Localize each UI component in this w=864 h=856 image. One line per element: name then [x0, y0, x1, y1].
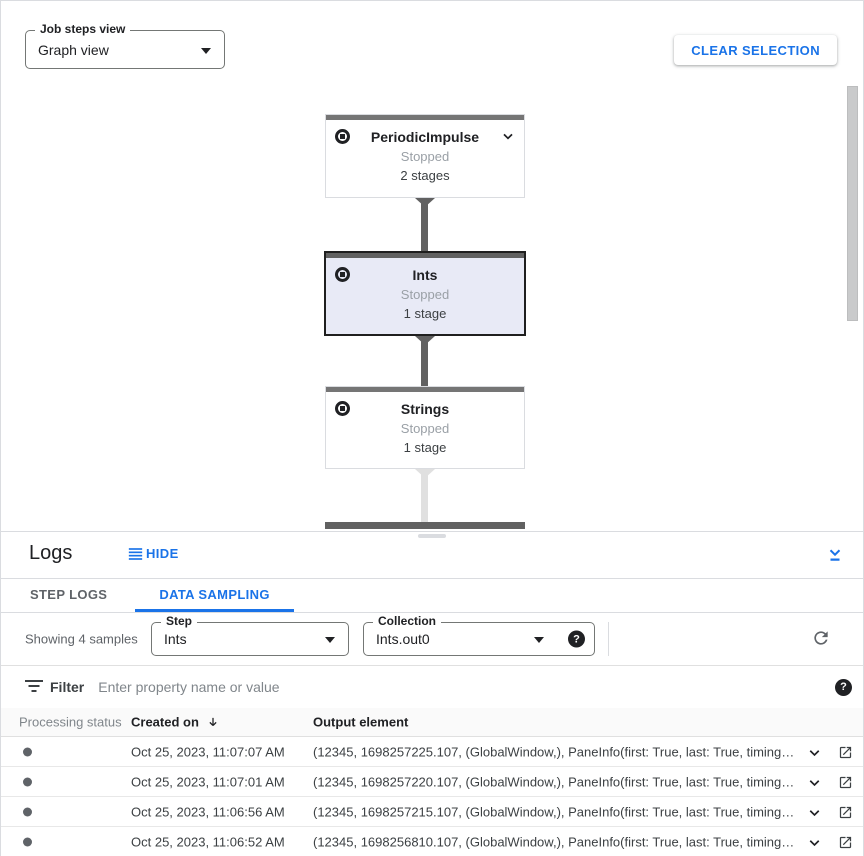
- job-steps-view-value: Graph view: [38, 41, 109, 58]
- collection-select-label: Collection: [373, 614, 442, 628]
- logs-tabs: STEP LOGS DATA SAMPLING: [1, 579, 863, 613]
- stop-circle-icon: [335, 401, 350, 416]
- table-row[interactable]: Oct 25, 2023, 11:06:52 AM (12345, 169825…: [1, 827, 863, 856]
- open-in-new-icon[interactable]: [838, 805, 853, 820]
- output-element-cell: (12345, 1698257220.107, (GlobalWindow,),…: [313, 774, 795, 789]
- help-icon[interactable]: ?: [568, 630, 585, 648]
- graph-node-periodicimpulse[interactable]: PeriodicImpulse Stopped 2 stages: [325, 114, 525, 198]
- filter-label: Filter: [50, 679, 85, 695]
- refresh-icon[interactable]: [811, 628, 831, 648]
- stop-circle-icon: [335, 129, 350, 144]
- created-on-cell: Oct 25, 2023, 11:06:56 AM: [131, 804, 285, 819]
- node-stages: 1 stage: [403, 306, 447, 321]
- tab-data-sampling[interactable]: DATA SAMPLING: [135, 579, 294, 612]
- chevron-down-icon[interactable]: [500, 128, 516, 144]
- created-on-cell: Oct 25, 2023, 11:07:01 AM: [131, 774, 285, 789]
- open-in-new-icon[interactable]: [838, 745, 853, 760]
- graph-scrollbar-thumb[interactable]: [847, 86, 858, 321]
- graph-node-ints[interactable]: Ints Stopped 1 stage: [324, 251, 526, 336]
- node-title: PeriodicImpulse: [370, 129, 480, 145]
- node-stages: 2 stages: [400, 168, 450, 183]
- column-output-element: Output element: [313, 714, 409, 730]
- expand-row-icon[interactable]: [806, 774, 823, 791]
- job-steps-view-select[interactable]: Job steps view Graph view: [25, 22, 225, 69]
- output-element-cell: (12345, 1698257215.107, (GlobalWindow,),…: [313, 804, 795, 819]
- processing-status-dot: [23, 777, 32, 786]
- edge-line: [421, 336, 428, 386]
- sample-count-text: Showing 4 samples: [25, 631, 138, 647]
- vertical-divider: [608, 622, 609, 656]
- created-on-cell: Oct 25, 2023, 11:07:07 AM: [131, 744, 285, 759]
- job-steps-view-label: Job steps view: [35, 22, 131, 36]
- graph-node-strings[interactable]: Strings Stopped 1 stage: [325, 386, 525, 469]
- filter-icon: [25, 680, 43, 694]
- node-stages: 1 stage: [403, 440, 447, 455]
- output-element-cell: (12345, 1698256810.107, (GlobalWindow,),…: [313, 834, 795, 849]
- panel-resize-handle[interactable]: [418, 534, 446, 538]
- processing-status-dot: [23, 837, 32, 846]
- sort-descending-icon: [209, 717, 217, 726]
- help-icon[interactable]: ?: [835, 678, 852, 696]
- filter-input[interactable]: [98, 679, 835, 695]
- node-status: Stopped: [400, 149, 450, 164]
- collection-select[interactable]: Collection Ints.out0 ?: [363, 614, 595, 656]
- logs-panel: Logs HIDE STEP LOGS DATA SAMPLING Showin…: [1, 531, 863, 856]
- expand-row-icon[interactable]: [806, 834, 823, 851]
- graph-node-partial-bar: [325, 522, 525, 529]
- step-select[interactable]: Step Ints: [151, 614, 349, 656]
- tab-step-logs[interactable]: STEP LOGS: [30, 586, 108, 602]
- column-processing-status: Processing status: [19, 714, 122, 730]
- step-select-label: Step: [161, 614, 198, 628]
- log-lines-icon: [128, 547, 143, 560]
- expand-row-icon[interactable]: [806, 804, 823, 821]
- node-status-bar: [326, 253, 524, 258]
- open-in-new-icon[interactable]: [838, 775, 853, 790]
- node-status: Stopped: [400, 421, 450, 436]
- column-created-on[interactable]: Created on: [131, 715, 220, 730]
- logs-header: Logs HIDE: [1, 532, 863, 579]
- step-select-value: Ints: [164, 631, 187, 647]
- node-title: Strings: [400, 401, 450, 417]
- edge-line: [421, 469, 428, 522]
- created-on-cell: Oct 25, 2023, 11:06:52 AM: [131, 834, 285, 849]
- filter-bar: Filter ?: [1, 665, 863, 708]
- hide-logs-button[interactable]: HIDE: [128, 546, 179, 561]
- dropdown-arrow-icon: [325, 637, 335, 643]
- table-row[interactable]: Oct 25, 2023, 11:06:56 AM (12345, 169825…: [1, 797, 863, 827]
- logs-title: Logs: [29, 542, 73, 564]
- created-on-label: Created on: [131, 714, 199, 730]
- node-status: Stopped: [400, 287, 450, 302]
- table-row[interactable]: Oct 25, 2023, 11:07:01 AM (12345, 169825…: [1, 767, 863, 797]
- stop-circle-icon: [335, 267, 350, 282]
- hide-label: HIDE: [146, 546, 179, 561]
- dropdown-arrow-icon: [534, 637, 544, 643]
- node-title: Ints: [412, 267, 438, 283]
- edge-line: [421, 198, 428, 251]
- collapse-panel-icon[interactable]: [826, 545, 844, 563]
- output-element-cell: (12345, 1698257225.107, (GlobalWindow,),…: [313, 744, 795, 759]
- table-header: Processing status Created on Output elem…: [1, 708, 863, 737]
- clear-selection-button[interactable]: CLEAR SELECTION: [674, 35, 837, 65]
- processing-status-dot: [23, 747, 32, 756]
- open-in-new-icon[interactable]: [838, 835, 853, 850]
- node-status-bar: [326, 115, 524, 120]
- sampling-controls: Showing 4 samples Step Ints Collection I…: [1, 613, 863, 665]
- collection-select-value: Ints.out0: [376, 631, 430, 647]
- table-row[interactable]: Oct 25, 2023, 11:07:07 AM (12345, 169825…: [1, 737, 863, 767]
- expand-row-icon[interactable]: [806, 744, 823, 761]
- job-graph-panel: Job steps view Graph view CLEAR SELECTIO…: [1, 1, 863, 531]
- node-status-bar: [326, 387, 524, 392]
- dropdown-arrow-icon: [201, 47, 211, 54]
- processing-status-dot: [23, 807, 32, 816]
